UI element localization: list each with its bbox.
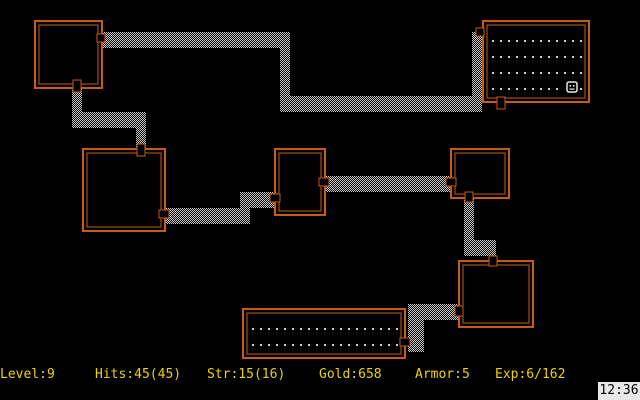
floor-row (492, 88, 582, 90)
door (496, 96, 506, 110)
floor-dots (252, 40, 582, 346)
doors (72, 27, 506, 347)
dungeon-map (34, 20, 590, 359)
door (488, 255, 498, 267)
clock: 12:36 (598, 382, 640, 400)
level-stat: Level:9 (0, 367, 55, 382)
passage (464, 196, 474, 256)
room (82, 148, 166, 232)
passage (72, 88, 82, 128)
door (318, 177, 330, 187)
hits-stat: Hits:45(45) (95, 367, 182, 382)
door (269, 193, 281, 203)
door (136, 143, 146, 157)
room (458, 260, 534, 328)
door (454, 305, 464, 317)
passage (240, 192, 276, 208)
floor-row (492, 56, 582, 58)
passage (408, 304, 424, 352)
strength-stat: Str:15(16) (207, 367, 286, 382)
door (464, 191, 474, 203)
floor-row (492, 72, 582, 74)
passage (164, 208, 248, 224)
passage (464, 240, 496, 256)
door (72, 79, 82, 93)
armor-stat: Armor:5 (415, 367, 470, 382)
door (399, 337, 411, 347)
floor-row (492, 40, 582, 42)
door (96, 33, 106, 43)
rooms (34, 20, 590, 359)
passage (280, 32, 290, 102)
room (242, 308, 406, 359)
rogue-player-icon (566, 81, 578, 93)
passage (280, 96, 480, 112)
passage (72, 112, 144, 128)
door (445, 177, 457, 187)
experience-stat: Exp:6/162 (495, 367, 566, 382)
gold-stat: Gold:658 (319, 367, 382, 382)
room (274, 148, 326, 216)
floor-row (252, 344, 398, 346)
passage (100, 32, 286, 48)
passage (416, 304, 460, 320)
passage (324, 176, 452, 192)
floor-row (252, 328, 398, 330)
passage (136, 112, 146, 152)
door (475, 27, 485, 37)
passages (72, 32, 496, 352)
room (450, 148, 510, 199)
room (34, 20, 103, 89)
door (158, 209, 170, 219)
passage (472, 32, 482, 112)
